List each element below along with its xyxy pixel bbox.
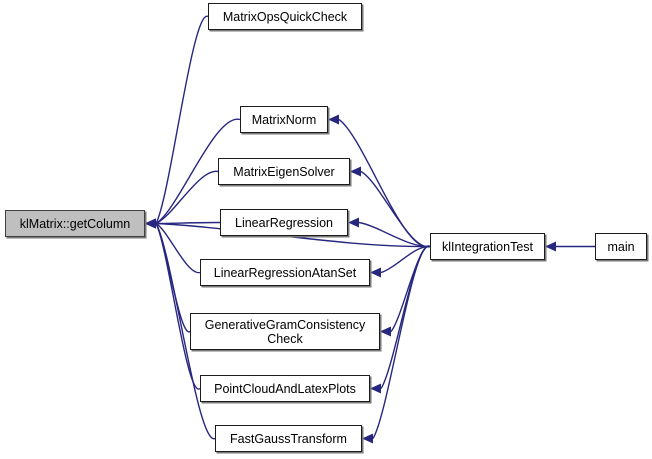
graph-node-pointCloud[interactable]: PointCloudAndLatexPlots [200, 375, 370, 402]
arrowhead-integrationTest-to-getColumn [145, 218, 156, 229]
arrowhead-integrationTest-to-fastGauss [362, 433, 373, 444]
graph-node-genGramCheck[interactable]: GenerativeGramConsistency Check [190, 313, 380, 350]
graph-node-label: FastGaussTransform [230, 431, 347, 446]
graph-node-linRegAtanSet[interactable]: LinearRegressionAtanSet [200, 259, 370, 286]
edge-integrationTest-to-pointCloud [380, 245, 431, 389]
edge-linRegAtanSet-to-getColumn [155, 222, 201, 274]
graph-node-getColumn[interactable]: klMatrix::getColumn [5, 210, 145, 237]
graph-node-label: MatrixOpsQuickCheck [222, 9, 348, 24]
arrowhead-integrationTest-to-linRegAtanSet [370, 267, 381, 278]
arrowhead-integrationTest-to-linearRegression [348, 217, 359, 228]
graph-node-label: GenerativeGramConsistency Check [204, 317, 366, 346]
graph-node-label: klIntegrationTest [441, 239, 534, 254]
edge-integrationTest-to-eigenSolver [360, 170, 431, 248]
edge-integrationTest-to-linearRegression [358, 221, 431, 248]
edge-matrixNorm-to-getColumn [155, 118, 241, 225]
edge-opsQuickCheck-to-getColumn [155, 15, 209, 224]
arrowhead-integrationTest-to-eigenSolver [350, 166, 361, 177]
edge-eigenSolver-to-getColumn [155, 170, 219, 225]
arrowhead-integrationTest-to-pointCloud [370, 383, 381, 394]
edge-integrationTest-to-getColumn [155, 222, 431, 248]
graph-node-matrixNorm[interactable]: MatrixNorm [240, 106, 328, 133]
arrowhead-integrationTest-to-matrixNorm [328, 114, 339, 125]
graph-node-eigenSolver[interactable]: MatrixEigenSolver [218, 158, 350, 185]
graph-node-fastGauss[interactable]: FastGaussTransform [215, 425, 362, 452]
graph-node-opsQuickCheck[interactable]: MatrixOpsQuickCheck [208, 3, 362, 30]
graph-node-label: PointCloudAndLatexPlots [214, 381, 356, 396]
graph-node-main[interactable]: main [595, 233, 647, 260]
graph-node-integrationTest[interactable]: klIntegrationTest [430, 233, 545, 260]
arrowhead-main-to-integrationTest [545, 241, 556, 252]
arrowhead-integrationTest-to-genGramCheck [380, 326, 391, 337]
edge-integrationTest-to-matrixNorm [338, 118, 431, 248]
graph-node-label: MatrixEigenSolver [233, 164, 335, 179]
edge-fastGauss-to-getColumn [155, 223, 216, 440]
graph-node-label: main [607, 239, 635, 254]
graph-node-linearRegression[interactable]: LinearRegression [220, 209, 348, 236]
graph-node-label: MatrixNorm [251, 112, 317, 127]
edge-integrationTest-to-fastGauss [372, 245, 431, 439]
graph-node-label: klMatrix::getColumn [19, 216, 131, 231]
graph-node-label: LinearRegression [235, 215, 333, 230]
graph-node-label: LinearRegressionAtanSet [213, 265, 357, 280]
